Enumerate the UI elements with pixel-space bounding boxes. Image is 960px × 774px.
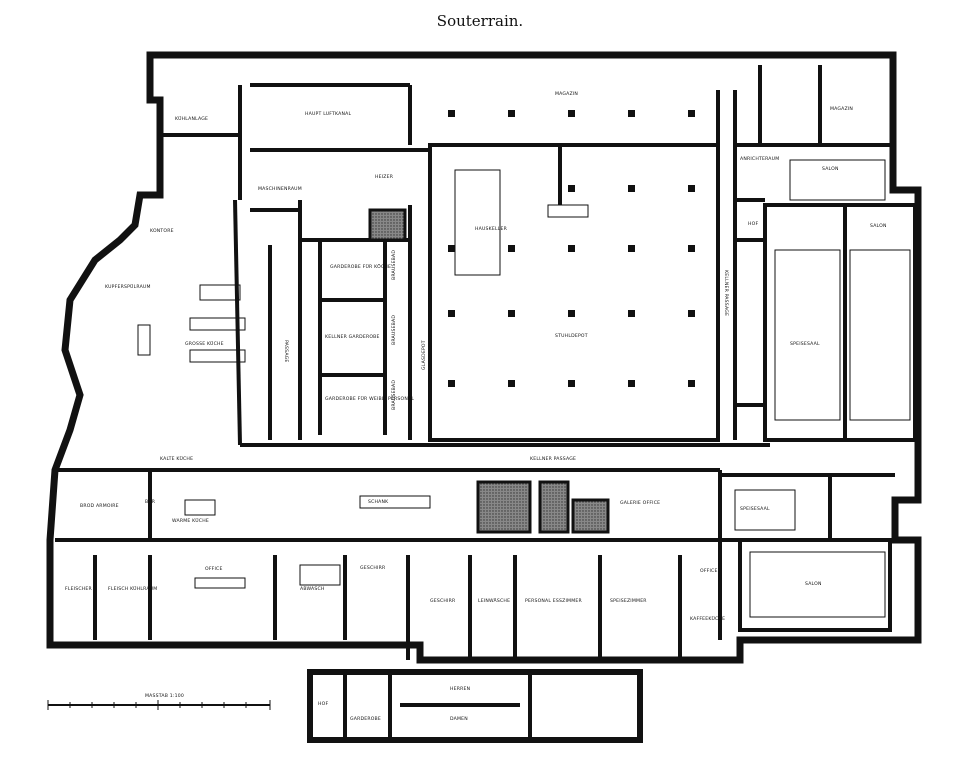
room-label: SPEISESAAL	[740, 506, 770, 512]
outer-walls	[46, 51, 922, 743]
room-label: OFFICE	[700, 568, 718, 574]
furniture	[137, 159, 911, 618]
room-label: KELLNER PASSAGE	[723, 270, 729, 316]
room-label: KAFFEEKÜCHE	[690, 615, 725, 622]
pillars	[448, 110, 695, 387]
room-label: MAGAZIN	[830, 106, 853, 112]
room-label: GALERIE OFFICE	[620, 500, 660, 506]
scale-label: MASSTAB 1:100	[145, 693, 184, 699]
room-label: ANRICHTERAUM	[740, 156, 779, 162]
room-label: SCHANK	[368, 499, 389, 505]
room-label: MAGAZIN	[555, 91, 578, 97]
room-label: SALON	[805, 581, 822, 587]
room-label: KONTORE	[150, 228, 174, 234]
room-label: FLEISCHER	[65, 586, 93, 592]
room-label: HOF	[318, 701, 328, 707]
room-label: HEIZER	[375, 174, 394, 180]
room-label: BROD ARMOIRE	[80, 503, 119, 509]
room-label: GESCHIRR	[430, 598, 456, 604]
room-label: BRAUSEBAD	[391, 315, 397, 345]
room-label: FLEISCH KÜHLRAUM	[108, 585, 157, 592]
room-label: STUHLDEPOT	[555, 333, 588, 339]
room-label: SALON	[822, 166, 839, 172]
room-label: MASCHINENRAUM	[258, 186, 302, 192]
interior-walls	[55, 65, 917, 740]
room-label: HOF	[748, 221, 758, 227]
room-label: PASSAGE	[283, 340, 289, 362]
room-label: GARDEROBE	[350, 716, 381, 722]
room-label: SPEISESAAL	[790, 341, 820, 347]
room-label: GROSSE KÜCHE	[185, 340, 224, 347]
room-label: KÜHLANLAGE	[175, 115, 208, 122]
room-label: HERREN	[450, 686, 470, 692]
room-label: OFFICE	[205, 566, 223, 572]
room-label: DAMEN	[450, 716, 468, 722]
room-label: GESCHIRR	[360, 565, 386, 571]
room-label: GLASDEPOT	[421, 340, 427, 370]
plan-title: Souterrain.	[436, 12, 524, 30]
room-label: BRAUSEBAD	[391, 250, 397, 280]
room-label: KELLNER PASSAGE	[530, 456, 576, 462]
scale-bar	[47, 700, 271, 710]
room-label: KUPFERSPÜLRAUM	[105, 283, 151, 290]
room-label: LEINWÄSCHE	[478, 597, 510, 604]
room-label: HAUSKELLER	[475, 226, 508, 232]
room-label: GARDEROBE FÜR WEIBL. PERSONAL	[325, 395, 414, 402]
room-label: GARDEROBE FÜR KÖCHE	[330, 263, 391, 270]
room-label: PERSONAL ESSZIMMER	[525, 598, 582, 604]
room-label: SALON	[870, 223, 887, 229]
room-label: HAUPT LUFTKANAL	[305, 111, 352, 117]
room-label: KELLNER GARDEROBE	[325, 334, 380, 340]
room-label: ABWASCH	[300, 586, 325, 592]
hatched-areas	[368, 208, 610, 534]
room-labels: KUPFERSPÜLRAUM GROSSE KÜCHE KALTE KÜCHE …	[65, 91, 887, 722]
room-label: BRAUSEBAD	[391, 380, 397, 410]
room-label: KALTE KÜCHE	[160, 455, 193, 462]
room-label: SPEISEZIMMER	[610, 598, 647, 604]
room-label: WARME KÜCHE	[172, 517, 209, 524]
room-label: BAR	[145, 499, 156, 505]
